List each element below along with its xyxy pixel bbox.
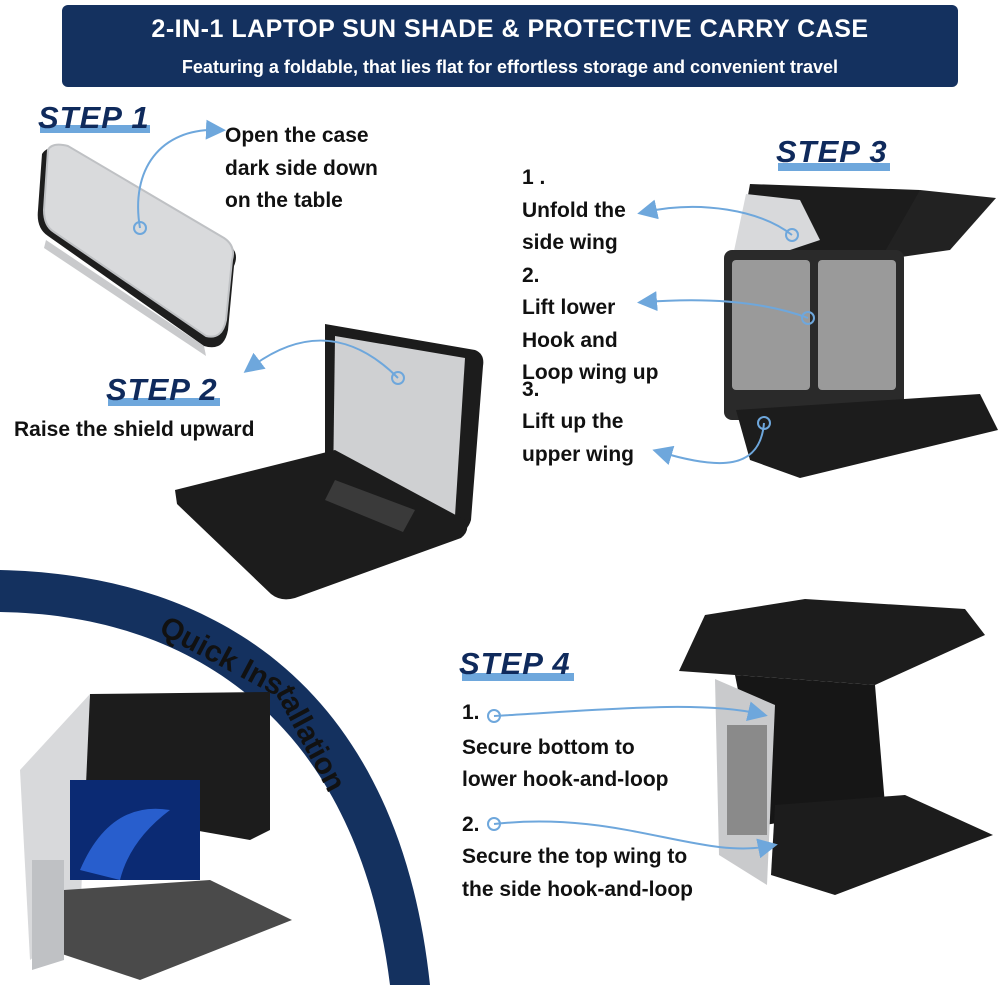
step2-label: STEP 2 — [106, 372, 218, 407]
step3-line: side wing — [522, 231, 618, 254]
step4-line: lower hook-and-loop — [462, 768, 669, 791]
step1-line: dark side down — [225, 156, 378, 180]
step2-underline — [108, 398, 220, 406]
step3-line: Lift up the — [522, 410, 624, 433]
step1-line: Open the case — [225, 124, 369, 147]
step3-label: STEP 3 — [776, 134, 888, 169]
step4-line: the side hook-and-loop — [462, 877, 693, 901]
step3-line: 1 . — [522, 166, 546, 189]
step4-line: Secure bottom to — [462, 735, 635, 759]
laptop-with-shade-image — [20, 692, 292, 980]
unfolded-case-image — [724, 184, 998, 478]
step4-line: Secure the top wing to — [462, 845, 688, 868]
step4-instructions: 1. Secure bottom to lower hook-and-loop … — [462, 697, 693, 906]
step4-label: STEP 4 — [459, 646, 571, 681]
banner-subtitle: Featuring a foldable, that lies flat for… — [181, 57, 839, 77]
open-case-image — [175, 324, 484, 600]
step3-line: Hook and — [522, 328, 618, 352]
step3-line: Unfold the — [522, 198, 626, 222]
step1-underline — [40, 125, 150, 133]
step4-underline — [462, 673, 574, 681]
step3-underline — [778, 163, 890, 171]
step3-line: 2. — [522, 263, 540, 287]
banner-title: 2-IN-1 LAPTOP SUN SHADE & PROTECTIVE CAR… — [151, 15, 869, 43]
step1-label: STEP 1 — [38, 100, 150, 135]
step1-instructions: Open the case dark side down on the tabl… — [225, 120, 378, 218]
step3-instructions: 1 . Unfold the side wing 2. Lift lower H… — [522, 162, 658, 471]
header-banner: 2-IN-1 LAPTOP SUN SHADE & PROTECTIVE CAR… — [62, 5, 958, 87]
closed-case-image — [37, 143, 236, 356]
assembled-shade-image — [679, 599, 993, 895]
step4-line: 2. — [462, 812, 480, 836]
step3-line: Lift lower — [522, 296, 616, 319]
step3-line: Loop wing up — [522, 361, 659, 384]
step3-line: 3. — [522, 377, 540, 401]
step3-line: upper wing — [522, 442, 634, 466]
step1-line: on the table — [225, 189, 343, 212]
step2-caption: Raise the shield upward — [14, 418, 255, 441]
step4-line: 1. — [462, 701, 480, 724]
